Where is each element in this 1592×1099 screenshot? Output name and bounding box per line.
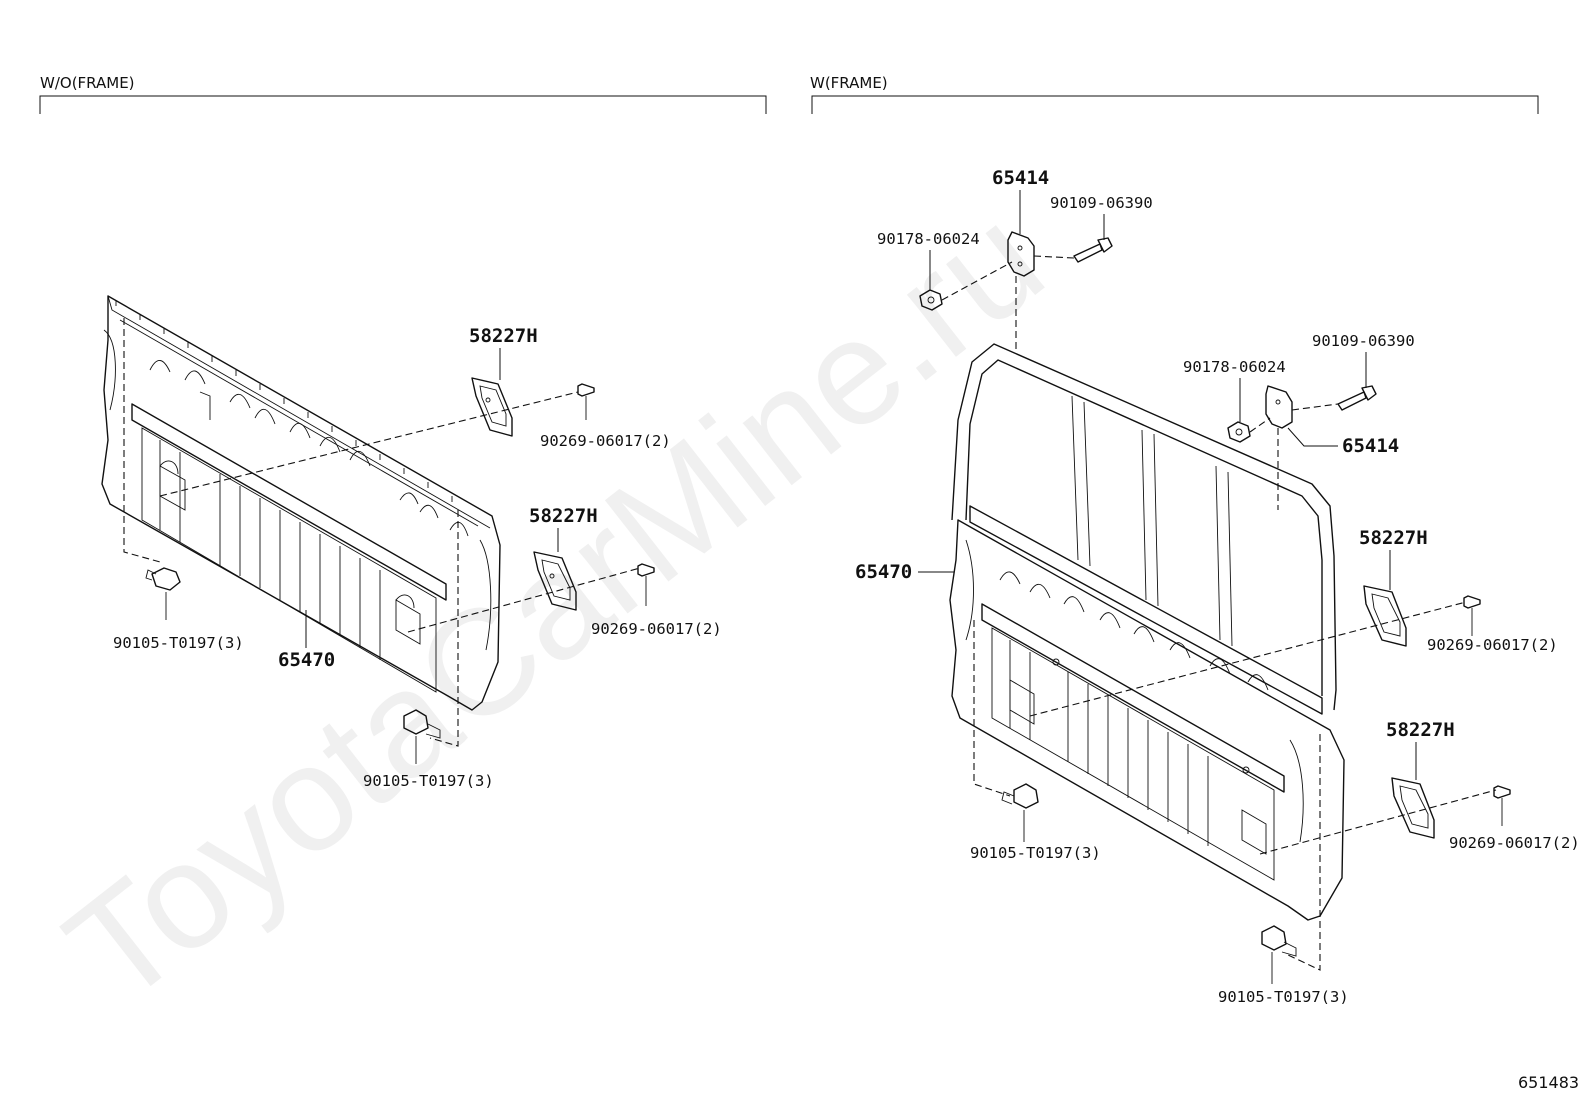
clip-58227h-left-top bbox=[471, 377, 513, 437]
diagram-code: 651483 bbox=[1518, 1073, 1579, 1092]
label-90178-right-top: 90178-06024 bbox=[877, 230, 980, 248]
label-65470-right: 65470 bbox=[855, 561, 912, 583]
label-90109-right-mid: 90109-06390 bbox=[1312, 332, 1415, 350]
bolt-90105-left-b bbox=[403, 709, 441, 764]
label-90109-right-top: 90109-06390 bbox=[1050, 194, 1153, 212]
bracket-65414-right-mid bbox=[1265, 385, 1293, 429]
label-90105-right-b: 90105-T0197(3) bbox=[1218, 988, 1349, 1006]
label-65414-right-top: 65414 bbox=[992, 167, 1049, 189]
section-bracket-right bbox=[811, 95, 1539, 114]
label-65470-left: 65470 bbox=[278, 649, 335, 671]
clip-58227h-right-b bbox=[1391, 777, 1435, 839]
section-bracket-left bbox=[39, 95, 767, 114]
bolt-90105-left-a bbox=[145, 567, 181, 620]
rear-panel-left bbox=[101, 295, 501, 711]
rear-panel-right bbox=[949, 343, 1345, 921]
bolt-90109-right-mid bbox=[1337, 385, 1377, 411]
label-90269-left-mid: 90269-06017(2) bbox=[591, 620, 722, 638]
bolt-90105-right-b bbox=[1261, 925, 1297, 984]
section-header-right: W(FRAME) bbox=[810, 74, 888, 92]
screw-90269-right-b bbox=[1493, 785, 1511, 826]
label-58227h-right-b: 58227H bbox=[1386, 719, 1455, 741]
label-65414-right-mid: 65414 bbox=[1342, 435, 1399, 457]
label-90178-right-mid: 90178-06024 bbox=[1183, 358, 1286, 376]
clip-58227h-left-mid bbox=[533, 551, 577, 611]
label-90269-left-top: 90269-06017(2) bbox=[540, 432, 671, 450]
nut-90178-right-mid bbox=[1227, 421, 1251, 443]
bolt-90109-right-top bbox=[1073, 237, 1113, 263]
screw-90269-left-top bbox=[577, 383, 595, 420]
label-90105-left-a: 90105-T0197(3) bbox=[113, 634, 244, 652]
label-90269-right-b: 90269-06017(2) bbox=[1449, 834, 1580, 852]
label-58227h-left-top: 58227H bbox=[469, 325, 538, 347]
bolt-90105-right-a bbox=[1001, 783, 1039, 842]
label-58227h-right-a: 58227H bbox=[1359, 527, 1428, 549]
bracket-65414-right-top bbox=[1007, 231, 1035, 277]
leader-dashed-right bbox=[941, 255, 1497, 971]
screw-90269-left-mid bbox=[637, 563, 655, 606]
label-58227h-left-mid: 58227H bbox=[529, 505, 598, 527]
label-90105-left-b: 90105-T0197(3) bbox=[363, 772, 494, 790]
label-90105-right-a: 90105-T0197(3) bbox=[970, 844, 1101, 862]
label-90269-right-a: 90269-06017(2) bbox=[1427, 636, 1558, 654]
section-header-left: W/O(FRAME) bbox=[40, 74, 135, 92]
clip-58227h-right-a bbox=[1363, 585, 1407, 647]
screw-90269-right-a bbox=[1463, 595, 1481, 636]
